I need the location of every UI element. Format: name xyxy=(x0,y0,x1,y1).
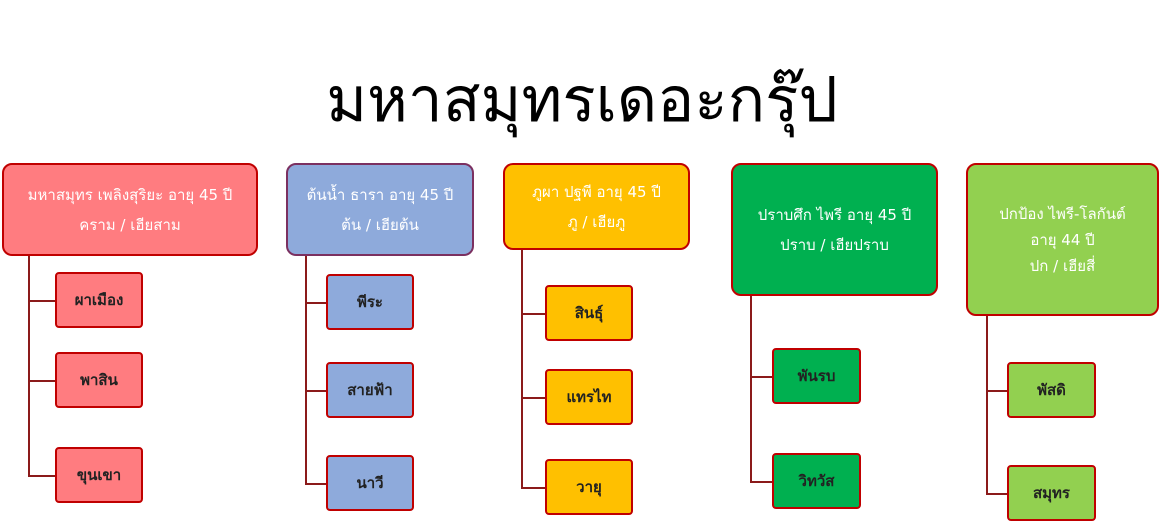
connector-line xyxy=(305,390,326,392)
head-text: มหาสมุทร เพลิงสุริยะ อายุ 45 ปี xyxy=(27,185,233,204)
head-text: ต้น / เฮียต้น xyxy=(341,215,419,234)
group-head-box[interactable]: มหาสมุทร เพลิงสุริยะ อายุ 45 ปีคราม / เฮ… xyxy=(2,163,258,256)
head-text: ต้นน้ำ ธารา อายุ 45 ปี xyxy=(306,185,454,204)
group-head-box[interactable]: ต้นน้ำ ธารา อายุ 45 ปีต้น / เฮียต้น xyxy=(286,163,474,256)
connector-line xyxy=(750,296,752,481)
connector-line xyxy=(521,250,523,487)
member-box[interactable]: พีระ xyxy=(326,274,414,330)
head-text: ภูผา ปฐพี อายุ 45 ปี xyxy=(532,182,661,201)
connector-line xyxy=(521,487,545,489)
member-box[interactable]: สินธุ์ xyxy=(545,285,633,341)
connector-line xyxy=(986,390,1007,392)
member-box[interactable]: วิทวัส xyxy=(772,453,861,509)
head-text: ปราบ / เฮียปราบ xyxy=(780,235,889,254)
connector-line xyxy=(28,380,55,382)
connector-line xyxy=(28,256,30,475)
group-head-box[interactable]: ภูผา ปฐพี อายุ 45 ปีภู / เฮียภู xyxy=(503,163,690,250)
connector-line xyxy=(305,302,326,304)
member-box[interactable]: ผาเมือง xyxy=(55,272,143,328)
connector-line xyxy=(28,300,55,302)
connector-line xyxy=(28,475,55,477)
connector-line xyxy=(305,256,307,483)
connector-line xyxy=(521,313,545,315)
member-box[interactable]: พาสิน xyxy=(55,352,143,408)
connector-line xyxy=(986,316,988,493)
member-box[interactable]: พัสดิ xyxy=(1007,362,1096,418)
connector-line xyxy=(521,397,545,399)
head-text: คราม / เฮียสาม xyxy=(79,215,181,234)
member-box[interactable]: ขุนเขา xyxy=(55,447,143,503)
member-box[interactable]: แทรไท xyxy=(545,369,633,425)
connector-line xyxy=(750,481,772,483)
page-title: มหาสมุทรเดอะกรุ๊ป xyxy=(326,63,838,136)
connector-line xyxy=(750,376,772,378)
member-box[interactable]: นาวี xyxy=(326,455,414,511)
group-head-box[interactable]: ปกป้อง ไพรี-โลกันต์อายุ 44 ปีปก / เฮียสี… xyxy=(966,163,1159,316)
member-box[interactable]: สายฟ้า xyxy=(326,362,414,418)
connector-line xyxy=(305,483,326,485)
group-head-box[interactable]: ปราบศึก ไพรี อายุ 45 ปีปราบ / เฮียปราบ xyxy=(731,163,938,296)
head-text: ภู / เฮียภู xyxy=(567,212,626,231)
member-box[interactable]: สมุทร xyxy=(1007,465,1096,521)
member-box[interactable]: วายุ xyxy=(545,459,633,515)
head-text: ปราบศึก ไพรี อายุ 45 ปี xyxy=(757,205,912,224)
member-box[interactable]: พันรบ xyxy=(772,348,861,404)
head-text: ปกป้อง ไพรี-โลกันต์ xyxy=(999,204,1126,223)
head-text: อายุ 44 ปี xyxy=(1030,230,1095,249)
head-text: ปก / เฮียสี่ xyxy=(1029,256,1096,275)
connector-line xyxy=(986,493,1007,495)
